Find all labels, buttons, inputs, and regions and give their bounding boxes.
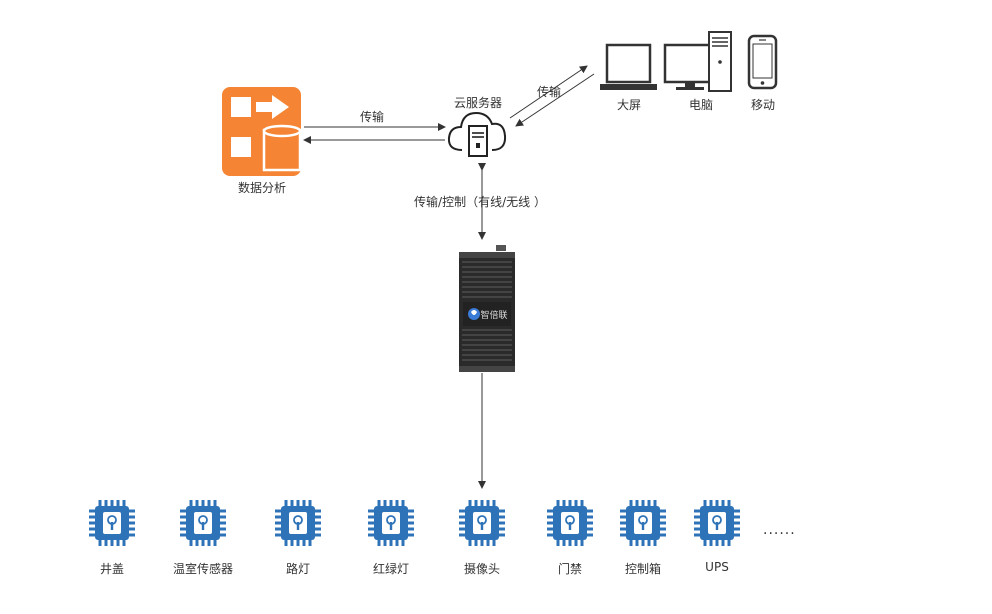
mobile-label: 移动 [750,98,776,112]
iot-chip-icon [459,500,505,546]
iot-chip-icon [620,500,666,546]
device-label: 摄像头 [463,562,501,576]
chip-row [89,500,740,546]
cloud-server-label: 云服务器 [453,96,503,110]
iot-chip-icon [180,500,226,546]
device-label: 红绿灯 [372,562,410,576]
device-label: UPS [705,560,729,574]
computer-label: 电脑 [688,98,714,112]
device-label: 控制箱 [624,562,662,576]
analytics-icon [222,87,302,176]
laptop-icon [600,43,657,90]
device-label: 井盖 [99,562,125,576]
gateway-brand-text: 智倍联 [480,309,507,321]
cloud-server-icon [447,111,507,157]
data-analysis-label: 数据分析 [237,181,287,195]
device-label: 路灯 [285,562,311,576]
device-label: 门禁 [557,562,583,576]
transfer-label-left: 传输 [359,110,385,124]
desktop-computer-icon [663,31,732,92]
iot-chip-icon [368,500,414,546]
iot-chip-icon [89,500,135,546]
transfer-control-label: 传输/控制（有线/无线 ） [414,195,546,209]
iot-chip-icon [694,500,740,546]
mobile-phone-icon [747,34,778,90]
iot-chip-icon [547,500,593,546]
ellipsis-text: ...... [763,522,796,538]
gateway-box-icon: 智倍联 [459,245,515,372]
arrow-to-cloud-from-terminals [515,73,595,127]
big-screen-label: 大屏 [616,98,642,112]
arrow-to-terminals [509,65,588,119]
transfer-label-right: 传输 [536,85,562,99]
iot-chip-icon [275,500,321,546]
device-label: 温室传感器 [172,562,234,576]
